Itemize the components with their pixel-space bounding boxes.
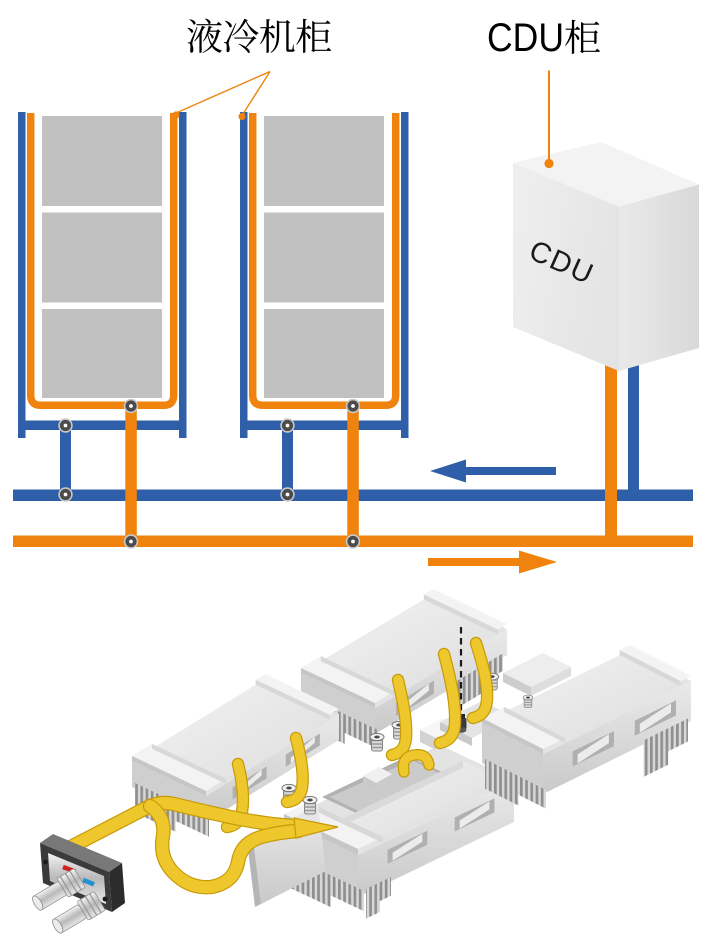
svg-text:CDU: CDU xyxy=(487,16,564,60)
